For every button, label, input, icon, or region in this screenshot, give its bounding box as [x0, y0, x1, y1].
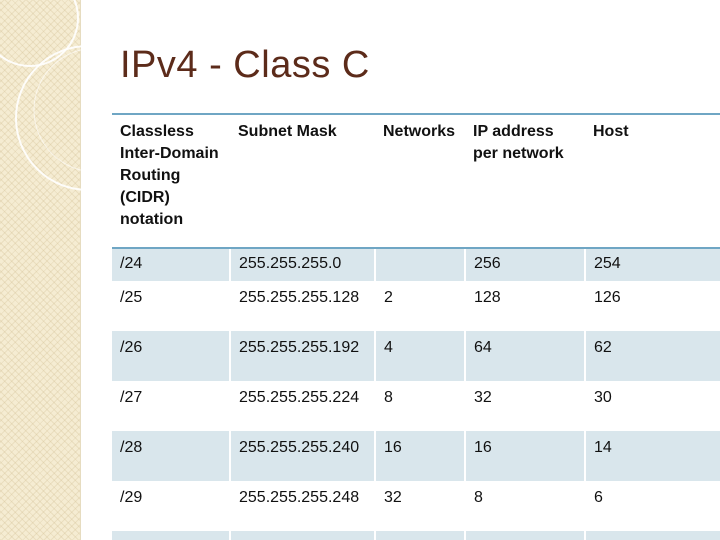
cell-subnet-mask: 255.255.255.224 — [229, 381, 375, 431]
table-row-empty — [112, 531, 720, 540]
cell-host: 126 — [584, 281, 720, 331]
cell-subnet-mask: 255.255.255.0 — [229, 247, 375, 281]
table-row: /24 255.255.255.0 256 254 — [112, 247, 720, 281]
slide-title: IPv4 - Class C — [120, 44, 370, 86]
cell-networks: 16 — [374, 431, 465, 481]
cell-ip-per-network: 8 — [464, 481, 585, 531]
cell-networks: 32 — [374, 481, 465, 531]
cell-subnet-mask: 255.255.255.128 — [229, 281, 375, 331]
cell-ip-per-network: 256 — [464, 247, 585, 281]
cell-ip-per-network: 32 — [464, 381, 585, 431]
cell-cidr: /29 — [112, 481, 230, 531]
header-cidr-notation: Classless Inter-Domain Routing (CIDR) no… — [112, 114, 230, 248]
table-row: /28 255.255.255.240 16 16 14 — [112, 431, 720, 481]
cell-cidr: /24 — [112, 247, 230, 281]
cell-host: 62 — [584, 331, 720, 381]
cell-cidr: /25 — [112, 281, 230, 331]
subnet-table: Classless Inter-Domain Routing (CIDR) no… — [112, 113, 720, 540]
header-host: Host — [585, 114, 720, 248]
table-row: /26 255.255.255.192 4 64 62 — [112, 331, 720, 381]
decorative-side-band — [0, 0, 81, 540]
cell-host: 14 — [584, 431, 720, 481]
header-ip-per-network: IP address per network — [465, 114, 585, 248]
cell-cidr: /26 — [112, 331, 230, 381]
cell-empty — [374, 531, 465, 540]
cell-ip-per-network: 16 — [464, 431, 585, 481]
table-row: /27 255.255.255.224 8 32 30 — [112, 381, 720, 431]
header-networks: Networks — [375, 114, 465, 248]
cell-cidr: /27 — [112, 381, 230, 431]
cell-host: 254 — [584, 247, 720, 281]
cell-subnet-mask: 255.255.255.192 — [229, 331, 375, 381]
cell-empty — [112, 531, 230, 540]
cell-subnet-mask: 255.255.255.240 — [229, 431, 375, 481]
subnet-table-container: Classless Inter-Domain Routing (CIDR) no… — [112, 113, 720, 540]
cell-networks — [374, 247, 465, 281]
cell-ip-per-network: 128 — [464, 281, 585, 331]
cell-empty — [584, 531, 720, 540]
cell-networks: 4 — [374, 331, 465, 381]
cell-host: 30 — [584, 381, 720, 431]
cell-ip-per-network: 64 — [464, 331, 585, 381]
cell-empty — [229, 531, 375, 540]
cell-subnet-mask: 255.255.255.248 — [229, 481, 375, 531]
cell-networks: 2 — [374, 281, 465, 331]
cell-empty — [464, 531, 585, 540]
table-row: /29 255.255.255.248 32 8 6 — [112, 481, 720, 531]
cell-host: 6 — [584, 481, 720, 531]
cell-networks: 8 — [374, 381, 465, 431]
cell-cidr: /28 — [112, 431, 230, 481]
header-subnet-mask: Subnet Mask — [230, 114, 375, 248]
table-header-row: Classless Inter-Domain Routing (CIDR) no… — [112, 114, 720, 248]
table-row: /25 255.255.255.128 2 128 126 — [112, 281, 720, 331]
